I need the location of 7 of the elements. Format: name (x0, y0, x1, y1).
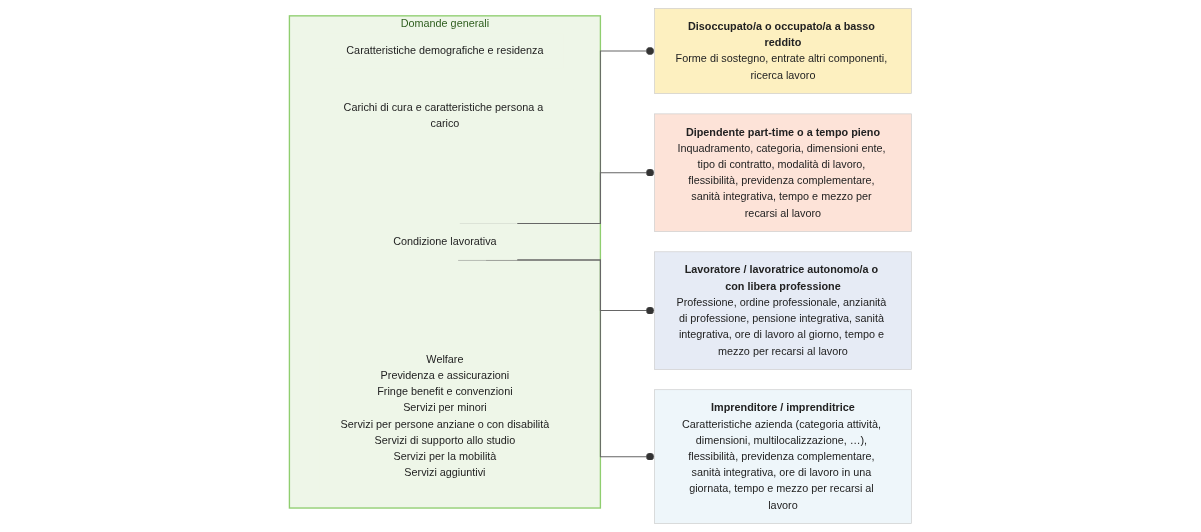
node-box: Imprenditore / imprenditrice Caratteristiche azienda (categoria attività, dimensioni, multilocalizzazione, …), flessibilità, previdenza complementare, sanità integrativa, ore di lavoro in una giornata, tempo e mezzo per recarsi al lavoro (654, 389, 912, 524)
node-text: Caratteristiche demografiche e residenza (346, 44, 544, 57)
node-box: Lavoratore / lavoratrice autonomo/a o con libera professione Professione, ordine professionale, anzianità di professione, pensione integrativa, sanità integrativa, ore di lavoro al giorno, tempo e mezzo per recarsi al lavoro (654, 251, 912, 370)
node-text: Welfare Previdenza e assicurazioni Fringe benefit e convenzioni Servizi per minori Servizi per persone anziane o con disabilità Servizi di supporto allo studio Servizi per la mobilità Servizi aggiuntivi (340, 353, 550, 479)
node-text: Carichi di cura e caratteristiche persona a carico (343, 101, 544, 130)
node-box: Disoccupato/a o occupato/a a basso reddito Forme di sostegno, entrate altri componenti, ricerca lavoro (654, 8, 912, 94)
node-box: Dipendente part-time o a tempo pieno Inquadramento, categoria, dimensioni ente, tipo di contratto, modalità di lavoro, flessibilità, previdenza complementare, sanità integrativa, tempo e mezzo per recarsi al lavoro (654, 113, 912, 232)
